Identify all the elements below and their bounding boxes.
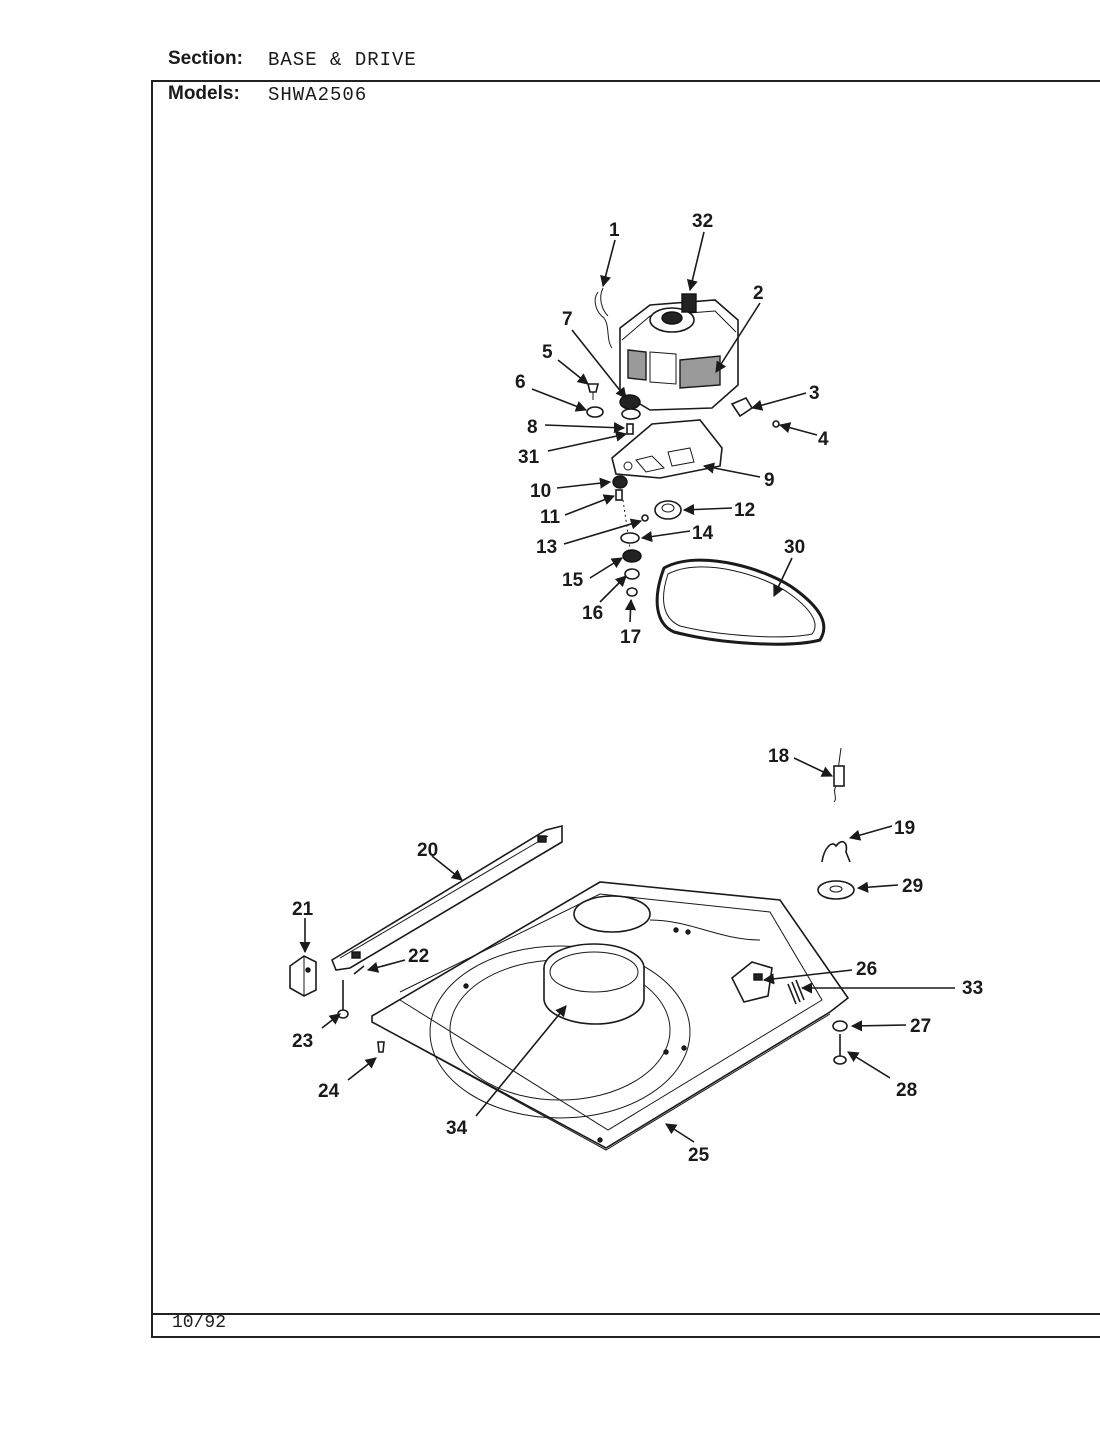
small-screw-part xyxy=(772,420,780,428)
callout-7: 7 xyxy=(562,309,573,330)
callout-4: 4 xyxy=(818,429,829,450)
callout-13: 13 xyxy=(536,537,557,558)
callout-31: 31 xyxy=(518,447,540,468)
callout-12: 12 xyxy=(734,500,755,521)
callout-25: 25 xyxy=(688,1145,710,1166)
drain-opening-part xyxy=(573,895,651,933)
foot-pad-part xyxy=(817,880,855,900)
callout-27: 27 xyxy=(910,1016,931,1037)
base-rail-part xyxy=(331,824,563,971)
lock-washer-part xyxy=(624,568,640,580)
callout-16: 16 xyxy=(582,603,603,624)
callout-15: 15 xyxy=(562,570,584,591)
pulley-part xyxy=(654,500,682,520)
set-screw-part xyxy=(641,514,649,522)
footer-date: 10/92 xyxy=(172,1313,227,1333)
callout-6: 6 xyxy=(515,372,526,393)
callout-2: 2 xyxy=(753,283,764,304)
section-label: Section: xyxy=(168,48,243,69)
bolt-part xyxy=(586,383,600,393)
spring-clip-part xyxy=(821,840,851,863)
callout-17: 17 xyxy=(620,627,641,648)
nut-part xyxy=(626,587,638,597)
callout-18: 18 xyxy=(768,746,789,767)
callout-24: 24 xyxy=(318,1081,340,1102)
leg-nut-part xyxy=(832,1020,848,1032)
callout-11: 11 xyxy=(540,507,561,528)
rail-pin-part xyxy=(353,965,365,975)
diagram-frame xyxy=(151,80,1100,1338)
callout-33: 33 xyxy=(962,978,983,999)
corner-bracket-part xyxy=(289,955,317,997)
callout-30: 30 xyxy=(784,537,805,558)
callout-22: 22 xyxy=(408,946,429,967)
dark-bushing-part xyxy=(622,549,642,563)
callout-20: 20 xyxy=(417,840,438,861)
footer-rule xyxy=(151,1313,1100,1315)
grommet-part xyxy=(619,394,641,410)
washer-part xyxy=(586,406,604,418)
callout-21: 21 xyxy=(292,899,314,920)
models-label: Models: xyxy=(168,83,240,104)
callout-23: 23 xyxy=(292,1031,313,1052)
callout-9: 9 xyxy=(764,470,775,491)
leg-bolt-part xyxy=(833,1034,847,1065)
models-value: SHWA2506 xyxy=(268,84,368,106)
center-ring-part xyxy=(543,943,645,1025)
spacer-part xyxy=(626,423,634,435)
motor-mount-plate-part xyxy=(611,419,723,479)
callout-34: 34 xyxy=(446,1118,468,1139)
flat-washer-part xyxy=(620,532,640,544)
callout-1: 1 xyxy=(609,220,620,241)
callout-29: 29 xyxy=(902,876,923,897)
leader-lines xyxy=(299,231,955,1143)
callout-8: 8 xyxy=(527,417,538,438)
callout-28: 28 xyxy=(896,1080,917,1101)
wire-harness-part xyxy=(594,291,613,349)
callout-14: 14 xyxy=(692,523,714,544)
callout-19: 19 xyxy=(894,818,915,839)
callout-10: 10 xyxy=(530,481,551,502)
base-screw-part xyxy=(377,1041,385,1053)
leveling-bolt-part xyxy=(337,980,349,1019)
pin-part xyxy=(615,489,623,501)
section-value: BASE & DRIVE xyxy=(268,49,417,71)
callout-numbers: 1 2 3 4 5 6 7 8 9 10 11 12 13 14 15 16 1… xyxy=(292,211,983,1166)
pivot-spring-part xyxy=(787,979,805,1005)
callout-3: 3 xyxy=(809,383,820,404)
clip-part xyxy=(730,396,754,418)
callout-5: 5 xyxy=(542,342,553,363)
spring-part xyxy=(833,747,845,803)
callout-26: 26 xyxy=(856,959,877,980)
callout-32: 32 xyxy=(692,211,713,232)
dark-washer-part xyxy=(612,475,628,489)
motor-part xyxy=(619,293,739,411)
drive-belt-part xyxy=(655,558,826,646)
